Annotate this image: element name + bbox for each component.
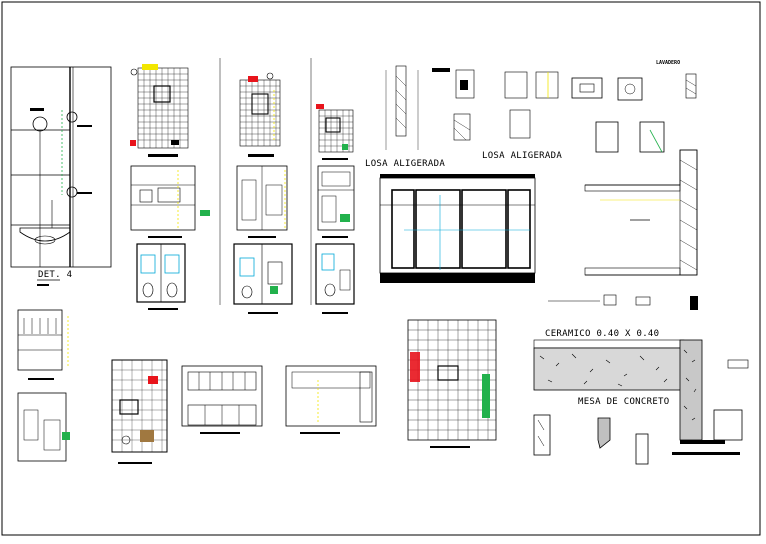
cabinet-elevation-2	[285, 365, 377, 434]
kitchen-plan	[111, 359, 168, 464]
bath-plan-1b	[136, 243, 186, 310]
bath-plan-2b	[233, 243, 293, 314]
losa-aligerada-right: LOSA ALIGERADA	[482, 151, 562, 161]
losa-aligerada-left: LOSA ALIGERADA	[365, 159, 445, 169]
cabinet-elevation-1	[181, 365, 263, 434]
bath-elevation-2	[236, 165, 288, 238]
det4-title: DET. 4	[38, 270, 72, 280]
bath-elevation-1	[130, 165, 210, 238]
sheet-border	[1, 1, 761, 536]
window-elevation: LOSA ALIGERADA LOSA ALIGERADA	[365, 151, 562, 283]
tile-plan-large	[407, 319, 497, 448]
ceramic-label: CERAMICO 0.40 X 0.40	[545, 329, 659, 339]
det4-elevation: DET. 4	[10, 66, 112, 286]
bath-plan-2	[239, 72, 281, 157]
wall-section	[584, 149, 698, 276]
bath-elevation-3	[317, 165, 355, 238]
counter-section: CERAMICO 0.40 X 0.40 MESA DE CONCRETO	[533, 294, 749, 465]
lavadero-label: LAVADERO	[656, 60, 680, 66]
mesa-label: MESA DE CONCRETO	[578, 397, 670, 407]
top-details: LAVADERO	[385, 60, 697, 153]
bottom-left-elevations	[17, 309, 70, 462]
bath-plan-1	[130, 64, 189, 157]
bath-plan-3b	[315, 243, 355, 314]
bath-plan-3	[316, 104, 354, 160]
